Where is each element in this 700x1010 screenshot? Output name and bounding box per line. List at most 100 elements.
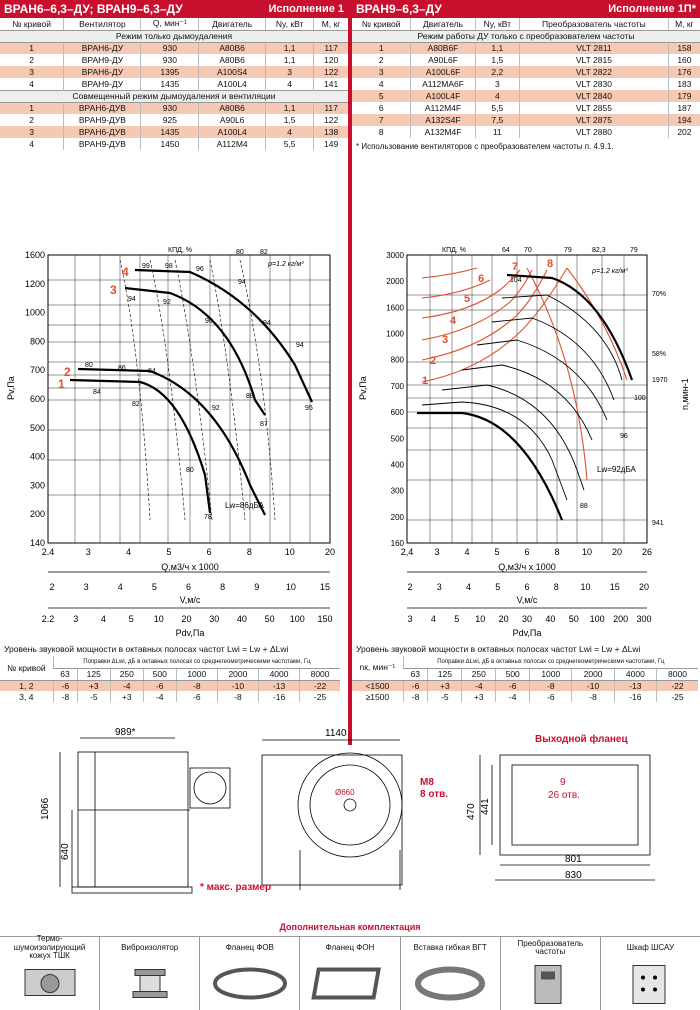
left-ylabel: Pv,Па — [6, 376, 16, 400]
bolt-label: M8 — [420, 777, 434, 788]
right-rlabel: n,мин-1 — [680, 378, 690, 410]
y-tick: 2000 — [386, 277, 404, 286]
pct-58: 58% — [652, 351, 666, 358]
q-tick: 8 — [247, 547, 252, 557]
freq-header: 2000 — [216, 668, 259, 681]
y-tick: 400 — [30, 452, 45, 462]
accessory-item: Фланец ФОВ — [199, 937, 299, 1010]
y-tick: 800 — [391, 356, 405, 365]
eff-label: 92 — [163, 299, 171, 306]
noise-cell: -8 — [529, 680, 572, 691]
dim-640: 640 — [60, 843, 71, 860]
column-header: Q, мин⁻¹ — [140, 18, 199, 31]
eff-label: 94 — [296, 342, 304, 349]
eff-label: 94 — [263, 320, 271, 327]
freq-header: 2000 — [571, 668, 615, 681]
table-cell: VLT 2822 — [519, 66, 669, 78]
freq-header: 125 — [427, 668, 462, 681]
noise-cell: -8 — [175, 680, 218, 691]
y-tick: 300 — [391, 487, 405, 496]
table-cell: 3 — [352, 66, 411, 78]
table-cell: 1 — [0, 42, 64, 54]
q-tick: 2.4 — [42, 547, 55, 557]
dim-1140: 1140 — [325, 728, 347, 739]
noise-cell: -16 — [257, 691, 300, 702]
pdv-tick: 2.2 — [42, 614, 55, 624]
table-cell: 120 — [313, 54, 348, 66]
sub: Поправки ΔLwi, дБ в октавных полосах со … — [402, 656, 698, 669]
table-cell: 3 — [0, 66, 64, 78]
accessory-item: Термо-шумоизолирующий кожух ТШК — [0, 935, 99, 1010]
accessory-caption: Фланец ФОВ — [225, 942, 274, 952]
eff-top-82: 82 — [260, 249, 268, 256]
v-tick: 6 — [186, 582, 191, 592]
right-performance-chart: КПД, % 64 70 79 82,3 79 ρ=1.2 кг/м³ 70% … — [358, 247, 690, 638]
column-header: № кривой — [352, 18, 411, 31]
v-tick: 3 — [437, 582, 442, 592]
table-cell: 202 — [667, 126, 700, 138]
table-cell: А112М4F — [410, 102, 476, 114]
right-ylabel: Pv,Па — [358, 376, 368, 400]
column-header: № кривой — [0, 18, 64, 31]
col0: nк, мин⁻¹ — [352, 656, 404, 681]
table-cell: ВРАН6-ДУВ — [63, 102, 141, 114]
noise-cell: -13 — [613, 680, 657, 691]
table-cell: А80В6F — [410, 42, 476, 54]
noise-cell: 3, 4 — [0, 691, 54, 702]
table-cell: А132S4F — [410, 114, 476, 126]
frequency-converter-icon — [534, 965, 562, 1004]
pdv-tick: 4 — [431, 614, 436, 624]
column-header: М, кг — [313, 18, 348, 31]
freq-header: 500 — [495, 668, 530, 681]
left-spec-panel: ВРАН6–6,3–ДУ; ВРАН9–6,3–ДУ Исполнение 1 … — [0, 0, 348, 150]
right-exec: Исполнение 1П* — [608, 3, 696, 15]
table-cell: 5,5 — [474, 102, 520, 114]
table-cell: VLT 2830 — [519, 78, 669, 90]
freq-header: 63 — [403, 668, 428, 681]
rho-label: ρ=1.2 кг/м³ — [267, 261, 304, 268]
eff-label: 90 — [205, 318, 213, 325]
q-tick: 20 — [325, 547, 335, 557]
q-tick: 4 — [126, 547, 131, 557]
curve-label-2: 2 — [64, 365, 71, 379]
table-cell: 1450 — [140, 138, 199, 150]
top-eff: 79 — [564, 247, 572, 254]
curve-label-1: 1 — [58, 377, 65, 391]
table-cell: 3 — [0, 126, 64, 138]
y-tick: 140 — [30, 538, 45, 548]
table-cell: 2 — [352, 54, 411, 66]
table-cell: 1395 — [140, 66, 199, 78]
v-tick: 4 — [118, 582, 123, 592]
curve-label-7: 7 — [512, 261, 518, 273]
q-tick: 4 — [464, 547, 469, 557]
noise-cell: 1, 2 — [0, 680, 54, 691]
pdv-tick: 20 — [181, 614, 191, 624]
freq-header: 1000 — [175, 668, 218, 681]
noise-cell: -25 — [299, 691, 340, 702]
table-cell: 6 — [352, 102, 411, 114]
v-tick: 8 — [220, 582, 225, 592]
rpm-941: 941 — [652, 520, 664, 527]
noise-cell: -6 — [529, 691, 572, 702]
y-tick: 600 — [391, 408, 405, 417]
y-tick: 160 — [391, 539, 405, 548]
control-cabinet-icon — [632, 965, 666, 1004]
noise-cell: -4 — [495, 691, 530, 702]
left-title: ВРАН6–6,3–ДУ; ВРАН9–6,3–ДУ — [4, 2, 183, 16]
freq-header: 250 — [109, 668, 144, 681]
lw-label: Lw=86дБА — [225, 501, 265, 510]
left-performance-chart: 80 86 84 84 82 92 80 78 88 87 94 92 90 9… — [6, 247, 335, 638]
table-cell: 141 — [313, 78, 348, 90]
left-header: ВРАН6–6,3–ДУ; ВРАН9–6,3–ДУ Исполнение 1 — [0, 0, 348, 18]
eff-label: 98 — [165, 263, 173, 270]
y-tick: 200 — [391, 513, 405, 522]
curve-label-3: 3 — [110, 283, 117, 297]
curve-label-2: 2 — [430, 355, 436, 367]
table-cell: VLT 2840 — [519, 90, 669, 102]
y-tick: 1000 — [25, 308, 45, 318]
enclosure-icon — [24, 969, 76, 996]
